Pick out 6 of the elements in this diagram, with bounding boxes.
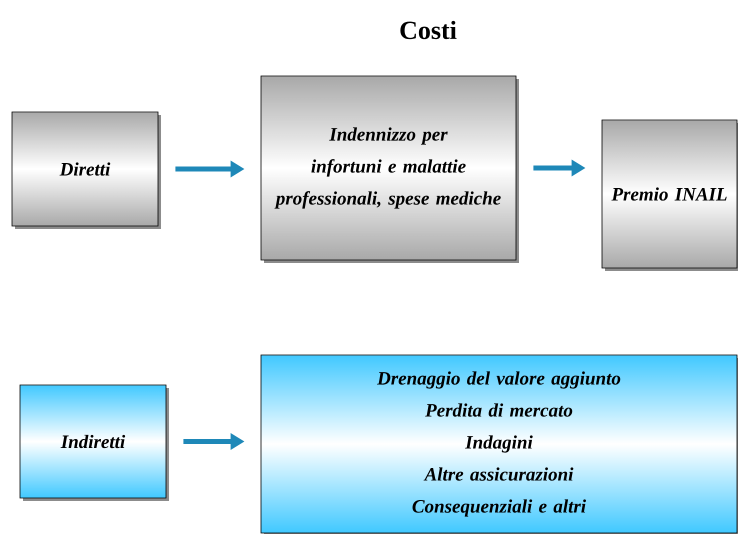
process-box: Premio INAIL	[602, 120, 738, 271]
process-box: Drenaggio del valore aggiunto Perdita di mercato Indagini Altre assicurazioni Consequenziali e altri	[260, 354, 738, 534]
process-box: Indennizzo per infortuni e malattie professionali, spese mediche	[260, 76, 519, 263]
process-box: Indiretti	[20, 384, 169, 501]
title: Costi	[400, 20, 456, 40]
process-box: Diretti	[12, 112, 161, 229]
